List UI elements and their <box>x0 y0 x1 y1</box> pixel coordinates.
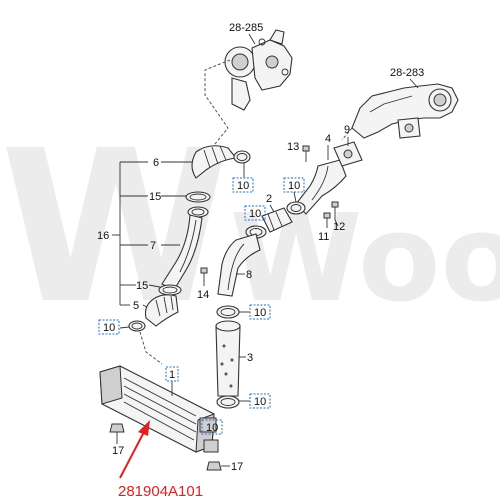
callout-13: 13 <box>287 141 299 153</box>
hose-5-illustration <box>144 294 179 327</box>
callout-10-d: 10 <box>249 208 261 220</box>
callout-16: 16 <box>97 230 109 242</box>
callout-14: 14 <box>197 289 209 301</box>
callout-2: 2 <box>266 193 272 205</box>
clamp-10-right-illustration <box>286 201 306 215</box>
callout-3: 3 <box>247 352 253 364</box>
callout-12: 12 <box>333 221 345 233</box>
callout-10-a: 10 <box>237 180 249 192</box>
bolt-17-left-illustration <box>109 423 125 444</box>
watermark-word: Wooba <box>230 190 500 329</box>
hose-3-illustration <box>215 320 241 397</box>
callout-17-right: 17 <box>231 461 243 473</box>
callout-10-box-b <box>98 319 120 335</box>
callout-10-b: 10 <box>103 322 115 334</box>
callout-17-left: 17 <box>112 445 124 457</box>
red-arrow-pointer <box>119 420 150 479</box>
pipe-4-illustration <box>295 159 347 215</box>
callout-15-upper: 15 <box>149 191 161 203</box>
bolt-13-illustration <box>302 145 310 162</box>
callout-10-box-f <box>249 393 271 409</box>
hose-6-illustration <box>191 145 238 179</box>
callout-28-285: 28-285 <box>229 22 263 34</box>
clamp-10-center-illustration <box>216 305 240 319</box>
callout-10-box-d <box>244 205 266 221</box>
callout-6: 6 <box>153 157 159 169</box>
part-number-label: 281904A101 <box>118 483 203 500</box>
pipe-8-illustration <box>217 233 261 297</box>
callout-10-f: 10 <box>254 396 266 408</box>
callout-10-box-g <box>201 419 223 435</box>
bolt-17-right-illustration <box>206 461 230 471</box>
callout-10-c: 10 <box>288 180 300 192</box>
clamp-10-top-illustration <box>233 150 251 164</box>
clamp-10-lower-left-illustration <box>128 320 146 332</box>
washer-11-illustration <box>323 212 331 228</box>
callout-5: 5 <box>133 300 139 312</box>
callout-1: 1 <box>169 369 175 381</box>
hose-2-illustration <box>261 207 293 233</box>
callout-9: 9 <box>344 124 350 136</box>
turbocharger-illustration <box>224 29 293 111</box>
callout-4: 4 <box>325 133 331 145</box>
clamp-10-upper-illustration <box>187 206 209 218</box>
callout-10-g: 10 <box>206 422 218 434</box>
callout-15-lower: 15 <box>136 280 148 292</box>
bolt-12-illustration <box>331 201 339 220</box>
callout-10-box-e <box>249 304 271 320</box>
clamp-10-bottom-illustration <box>216 395 240 409</box>
exhaust-manifold-illustration <box>351 83 459 139</box>
callout-8: 8 <box>246 269 252 281</box>
callout-11: 11 <box>318 231 329 243</box>
clamp-15-lower-illustration <box>158 284 182 296</box>
gasket-9-illustration <box>333 141 363 167</box>
intercooler-illustration <box>99 365 219 453</box>
bolt-14-illustration <box>200 267 208 286</box>
callout-28-283: 28-283 <box>390 67 424 79</box>
callout-7: 7 <box>150 240 156 252</box>
callout-10-box-a <box>232 177 254 193</box>
clamp-15-upper-illustration <box>185 191 211 203</box>
callout-10-e: 10 <box>254 307 266 319</box>
